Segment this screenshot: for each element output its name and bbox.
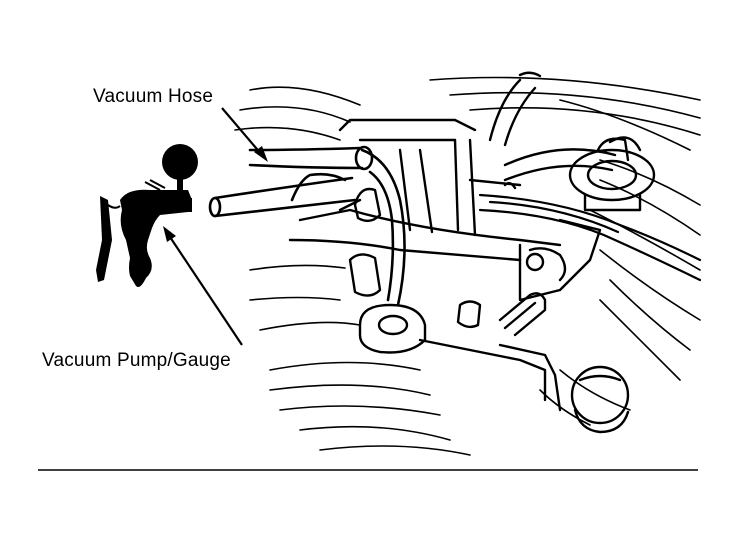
wiring-harness: [478, 193, 702, 282]
engine-bay-background: [234, 76, 701, 456]
vacuum-pump-gauge: [96, 144, 198, 287]
hose-leader-arrow: [221, 107, 268, 162]
vacuum-pump-gauge-label: Vacuum Pump/Gauge: [42, 350, 231, 371]
test-hose: [208, 172, 357, 218]
reservoir-cap: [570, 365, 630, 434]
pump-leader-arrow: [163, 226, 243, 346]
vacuum-hose-label: Vacuum Hose: [93, 86, 214, 107]
lower-bracket: [358, 303, 562, 412]
fittings: [348, 253, 547, 337]
hose-connector: [338, 187, 382, 223]
valve-canister: [568, 136, 656, 212]
target-vacuum-hose: [248, 145, 406, 307]
intake-manifold: [288, 118, 602, 302]
gauge-dial-icon: [162, 144, 198, 180]
upper-hoses: [488, 71, 617, 182]
